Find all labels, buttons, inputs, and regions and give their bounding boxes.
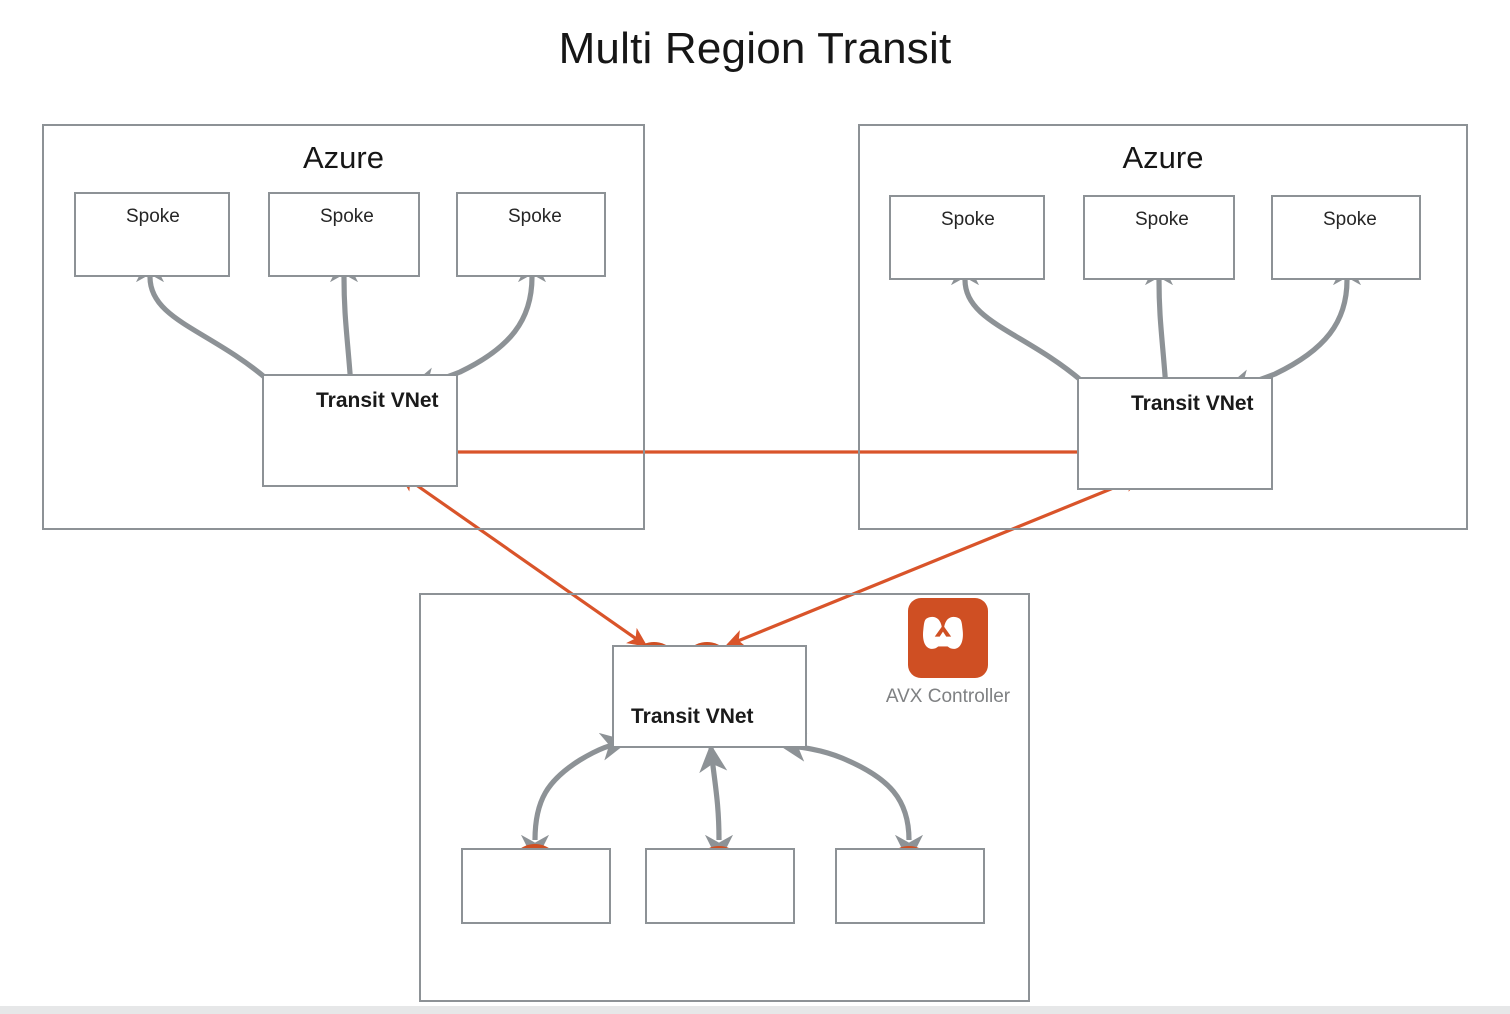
- node-bottom-transit[interactable]: Transit VNet: [612, 645, 807, 748]
- node-label: Transit VNet: [1131, 392, 1254, 415]
- node-label: Spoke: [320, 206, 374, 227]
- node-label: Spoke: [508, 206, 562, 227]
- page-title: Multi Region Transit: [558, 24, 952, 73]
- node-bottom-spoke-1[interactable]: [461, 848, 611, 924]
- region-azure-bottom: [419, 593, 1030, 1002]
- node-left-spoke-3[interactable]: Spoke: [456, 192, 606, 277]
- node-label: Spoke: [941, 209, 995, 230]
- region-azure-left: Azure: [42, 124, 645, 530]
- node-right-transit[interactable]: Transit VNet: [1077, 377, 1273, 490]
- node-right-spoke-1[interactable]: Spoke: [889, 195, 1045, 280]
- node-left-spoke-1[interactable]: Spoke: [74, 192, 230, 277]
- node-label: Transit VNet: [316, 389, 439, 412]
- node-label: Transit VNet: [631, 705, 754, 728]
- node-bottom-spoke-2[interactable]: [645, 848, 795, 924]
- node-label: Spoke: [1323, 209, 1377, 230]
- node-left-spoke-2[interactable]: Spoke: [268, 192, 420, 277]
- node-label: Spoke: [1135, 209, 1189, 230]
- avx-controller-label: AVX Controller: [885, 686, 1011, 707]
- node-label: Spoke: [126, 206, 180, 227]
- region-label: Azure: [303, 140, 384, 175]
- node-left-transit[interactable]: Transit VNet: [262, 374, 458, 487]
- node-right-spoke-2[interactable]: Spoke: [1083, 195, 1235, 280]
- node-right-spoke-3[interactable]: Spoke: [1271, 195, 1421, 280]
- node-bottom-spoke-3[interactable]: [835, 848, 985, 924]
- avx-controller[interactable]: AVX Controller: [886, 598, 1010, 710]
- region-label: Azure: [1122, 140, 1204, 175]
- bottom-strip: [0, 1006, 1510, 1014]
- region-azure-right: Azure: [858, 124, 1468, 530]
